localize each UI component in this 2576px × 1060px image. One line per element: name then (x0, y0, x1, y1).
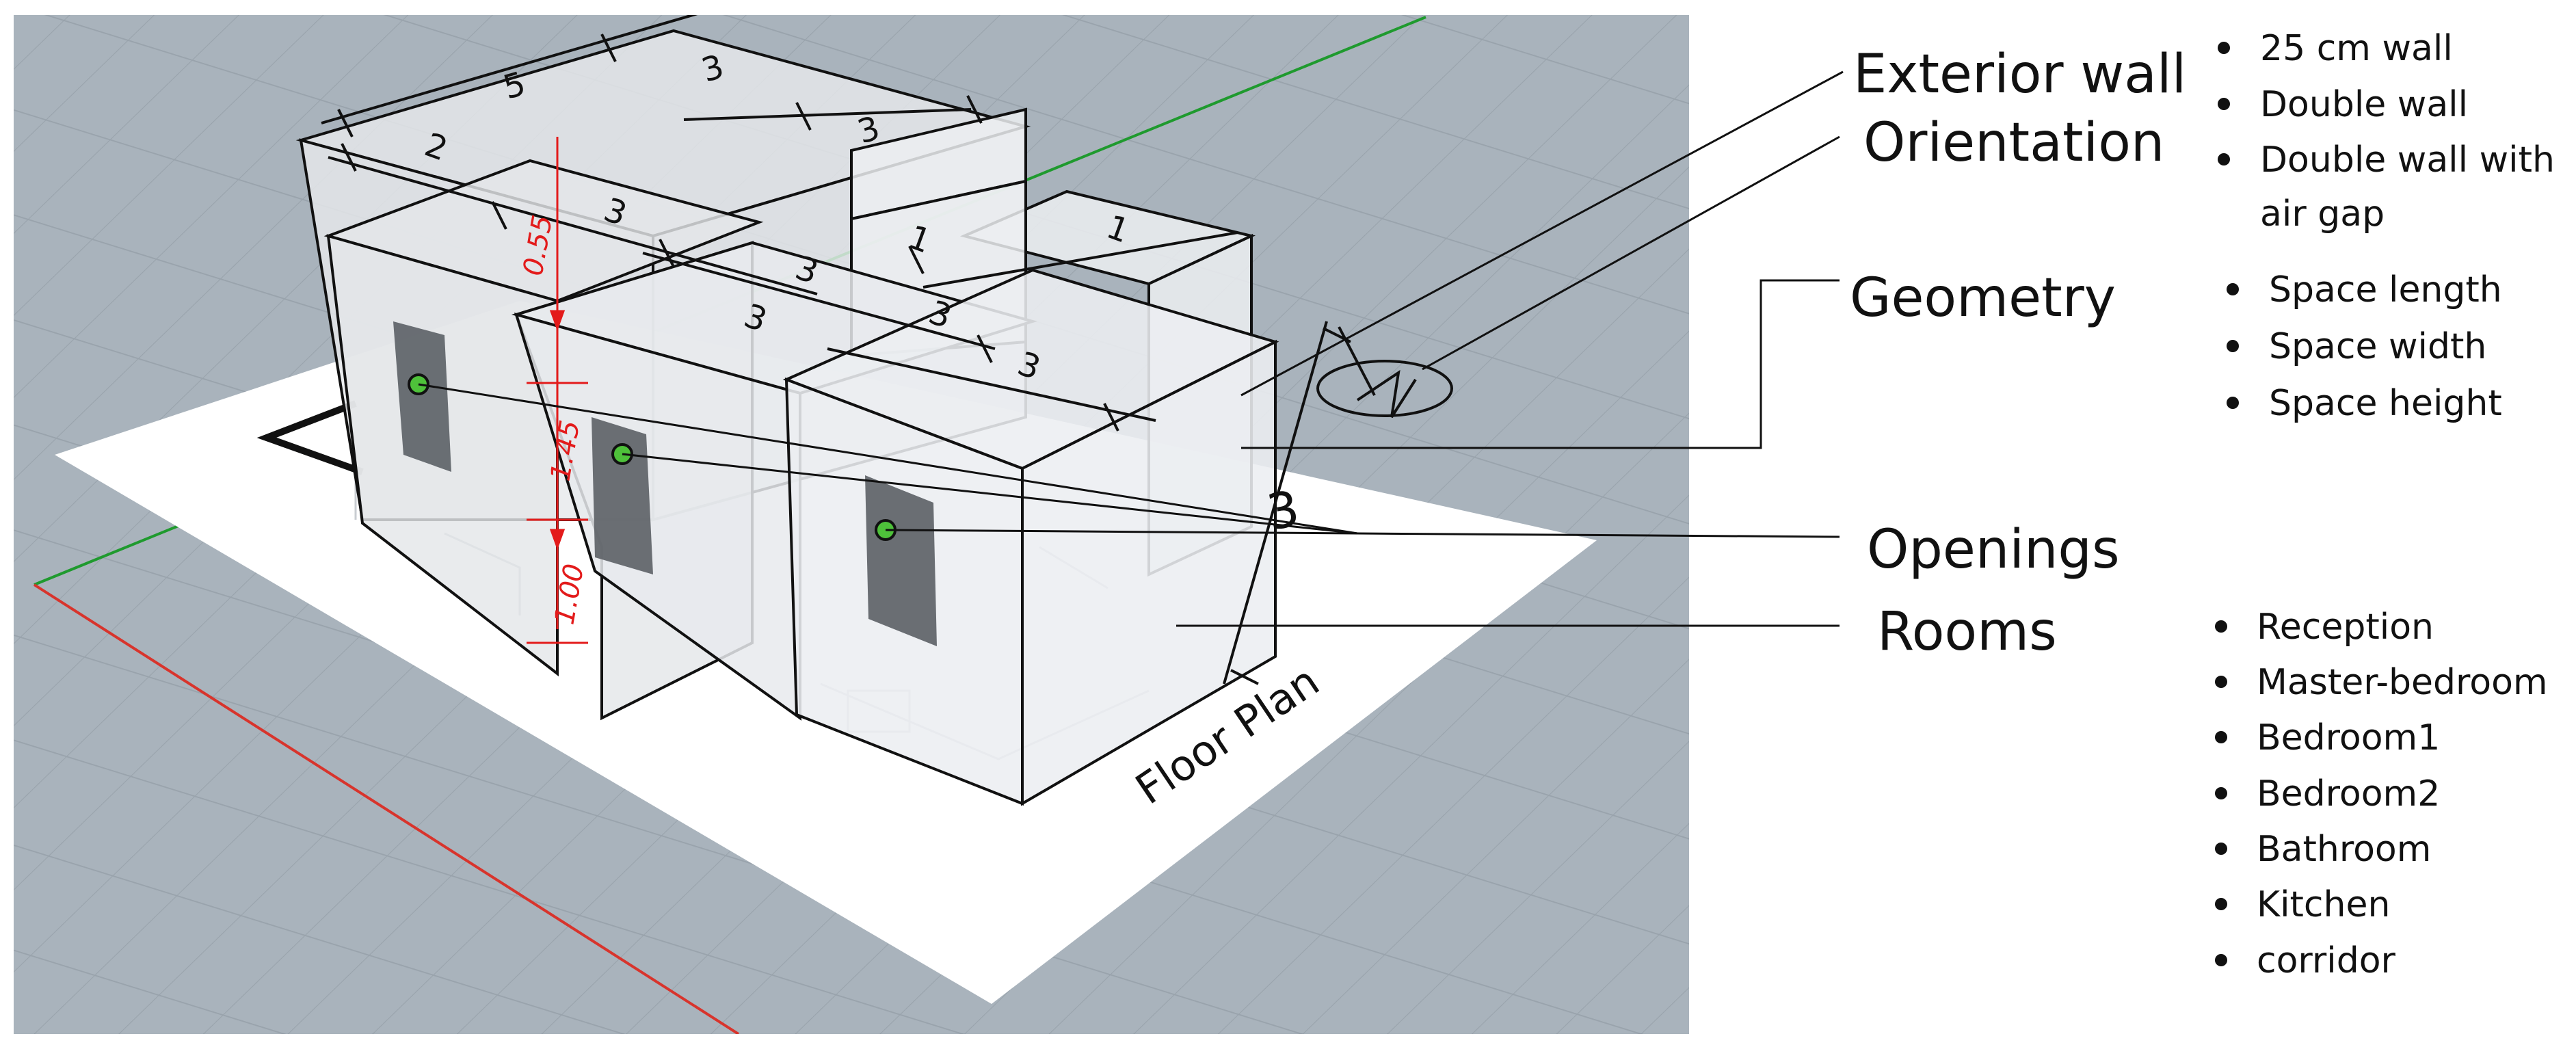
wall-option: Double wall with (2260, 140, 2555, 181)
bullet (2215, 843, 2227, 855)
label-orientation: Orientation (1863, 112, 2164, 174)
label-rooms: Rooms (1877, 601, 2057, 663)
bullet (2215, 676, 2227, 688)
wall-option: 25 cm wall (2260, 28, 2453, 69)
bullet (2218, 153, 2230, 165)
room-option: Bedroom1 (2257, 717, 2440, 758)
leader-openings-1 (418, 383, 1358, 535)
bullet (2215, 620, 2227, 633)
room-option: Master-bedroom (2257, 662, 2548, 703)
opening-2 (592, 417, 653, 574)
leader-geometry (1241, 279, 1840, 449)
bullet (2227, 340, 2239, 352)
room-option: corridor (2257, 940, 2396, 981)
label-exterior-wall: Exterior wall (1853, 44, 2186, 105)
dimension-ticks (337, 34, 1351, 685)
bullet (2218, 98, 2230, 110)
opening-1 (393, 321, 451, 472)
opening-dimension-red (527, 137, 588, 644)
wall-option: Double wall (2260, 84, 2468, 125)
leader-exterior-wall (1240, 70, 1844, 397)
room-option: Bedroom2 (2257, 773, 2440, 814)
bullet (2215, 787, 2227, 799)
wall-option-continuation: air gap (2260, 194, 2385, 235)
bullet (2227, 283, 2239, 295)
geometry-option: Space height (2269, 383, 2502, 424)
red-axis (33, 583, 740, 1034)
room-option: Bathroom (2257, 829, 2431, 870)
orientation-symbol (1316, 326, 1453, 419)
bullet (2215, 954, 2227, 966)
leader-orientation (1422, 135, 1840, 371)
room-option: Kitchen (2257, 884, 2390, 925)
bullet (2215, 898, 2227, 910)
opening-3 (865, 475, 937, 646)
leader-lines (418, 70, 1844, 627)
leader-openings-2 (622, 453, 1358, 535)
label-openings: Openings (1867, 519, 2120, 581)
room-options-list: Reception Master-bedroom Bedroom1 Bedroo… (2215, 607, 2548, 981)
viewport: 0.55 1.45 1.00 5 3 2 3 3 3 3 1 1 3 3 3 F… (14, 15, 1689, 1034)
geometry-option: Space length (2269, 269, 2502, 310)
geometry-option: Space width (2269, 326, 2486, 367)
room-option: Reception (2257, 607, 2434, 648)
leader-openings-3 (885, 529, 1840, 538)
bullet (2227, 397, 2239, 409)
label-geometry: Geometry (1850, 267, 2116, 329)
geometry-options-list: Space length Space width Space height (2227, 269, 2502, 424)
bullet (2218, 42, 2230, 54)
wall-options-list: 25 cm wall Double wall Double wall with … (2218, 28, 2555, 235)
dimension-lines (321, 15, 1328, 685)
bullet (2215, 731, 2227, 743)
plan-outline (256, 400, 364, 475)
